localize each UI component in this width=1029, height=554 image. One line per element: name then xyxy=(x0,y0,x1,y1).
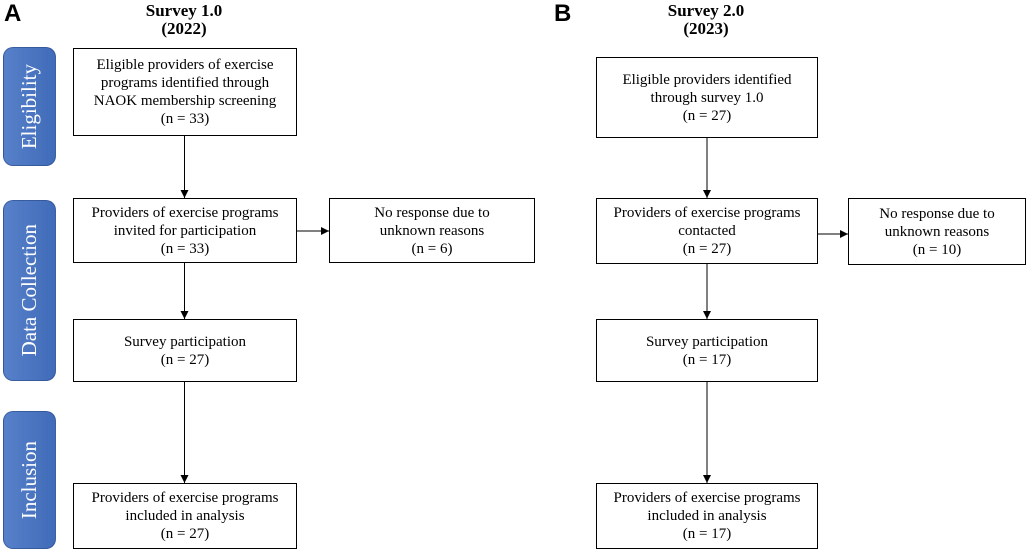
box-line: Eligible providers of exercise xyxy=(96,57,274,73)
panel-a-no-response-box: No response due to unknown reasons (n = … xyxy=(329,198,535,263)
box-line: Providers of exercise programs xyxy=(613,205,801,221)
box-line: included in analysis xyxy=(647,508,767,524)
stage-data-collection-label: Data Collection xyxy=(17,224,41,357)
box-line: No response due to xyxy=(374,204,490,221)
box-line: Survey participation xyxy=(645,333,769,350)
stage-eligibility: Eligibility xyxy=(3,47,56,166)
box-line: contacted xyxy=(678,223,736,239)
box-count: (n = 6) xyxy=(411,240,453,257)
box-count: (n = 27) xyxy=(682,241,732,257)
box-count: (n = 17) xyxy=(682,351,732,368)
panel-b-participation-box: Survey participation (n = 17) xyxy=(596,319,818,382)
box-line: through survey 1.0 xyxy=(650,89,764,106)
panel-a-participation-box: Survey participation (n = 27) xyxy=(73,319,297,382)
stage-data-collection: Data Collection xyxy=(3,200,56,381)
box-line: Eligible providers identified xyxy=(622,71,792,88)
panel-a-eligible-box: Eligible providers of exercise programs … xyxy=(73,48,297,136)
panel-b-contacted-box: Providers of exercise programs contacted… xyxy=(596,198,818,264)
box-line: NAOK membership screening xyxy=(93,93,277,109)
panel-b-label: B xyxy=(554,0,572,27)
box-line: Providers of exercise programs xyxy=(613,490,801,506)
box-line: unknown reasons xyxy=(884,223,990,240)
stage-inclusion: Inclusion xyxy=(3,411,56,549)
box-count: (n = 27) xyxy=(160,351,210,368)
panel-a-title: Survey 1.0 (2022) xyxy=(104,2,264,38)
panel-a-included-box: Providers of exercise programs included … xyxy=(73,483,297,549)
panel-a-invited-box: Providers of exercise programs invited f… xyxy=(73,198,297,263)
box-line: Providers of exercise programs xyxy=(91,204,279,221)
panel-b-included-box: Providers of exercise programs included … xyxy=(596,483,818,549)
box-count: (n = 27) xyxy=(160,526,210,542)
panel-b-title: Survey 2.0 (2023) xyxy=(626,2,786,38)
panel-b-eligible-box: Eligible providers identified through su… xyxy=(596,57,818,138)
stage-inclusion-label: Inclusion xyxy=(17,440,41,520)
box-count: (n = 33) xyxy=(160,111,210,127)
box-count: (n = 17) xyxy=(682,526,732,542)
box-line: No response due to xyxy=(879,205,995,222)
panel-b-survey-year: (2023) xyxy=(683,19,729,38)
panel-a-label: A xyxy=(4,0,22,27)
box-line: unknown reasons xyxy=(379,222,485,239)
box-line: Providers of exercise programs xyxy=(91,490,279,506)
box-line: Survey participation xyxy=(123,333,247,350)
box-line: programs identified through xyxy=(100,75,270,91)
panel-b-no-response-box: No response due to unknown reasons (n = … xyxy=(848,198,1026,265)
stage-eligibility-label: Eligibility xyxy=(17,63,41,150)
box-count: (n = 33) xyxy=(160,240,210,257)
box-count: (n = 27) xyxy=(682,107,732,124)
box-line: invited for participation xyxy=(113,222,257,239)
panel-b-survey-name: Survey 2.0 xyxy=(667,1,745,20)
panel-a-survey-name: Survey 1.0 xyxy=(145,1,223,20)
box-count: (n = 10) xyxy=(912,241,962,258)
panel-a-survey-year: (2022) xyxy=(161,19,207,38)
box-line: included in analysis xyxy=(125,508,245,524)
